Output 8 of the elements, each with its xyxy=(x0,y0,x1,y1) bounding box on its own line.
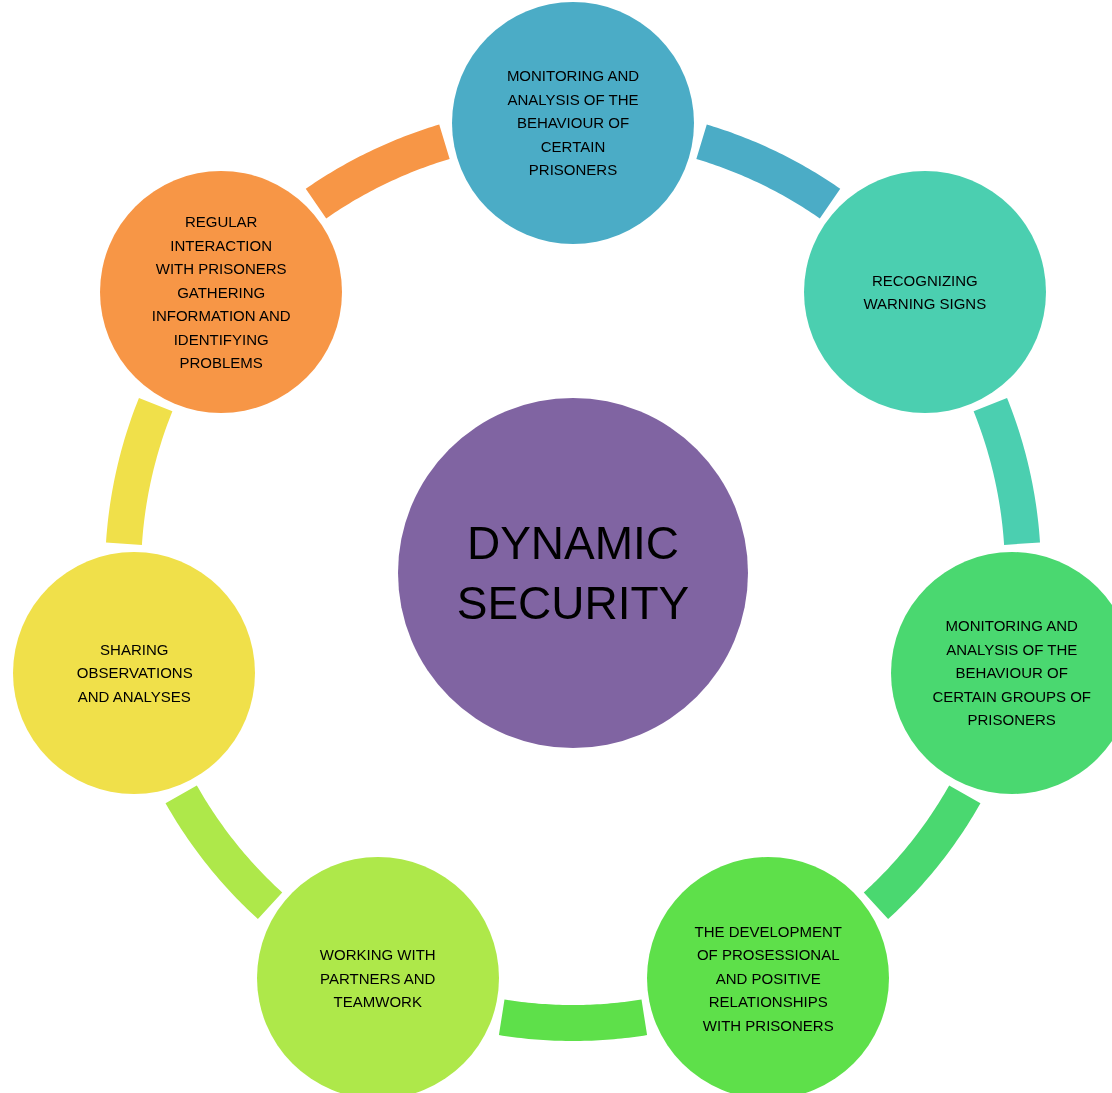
topic-label: MONITORING AND ANALYSIS OF THE BEHAVIOUR OF CERTAIN GROUPS OF PRISONERS xyxy=(931,616,1092,731)
topic-label: THE DEVELOPMENT OF PROSESSIONAL AND POSITIVE RELATIONSHIPS WITH PRISONERS xyxy=(693,921,843,1036)
topic-label: RECOGNIZING WARNING SIGNS xyxy=(862,270,988,315)
center-title: DYNAMIC SECURITY xyxy=(455,516,691,631)
topic-label: SHARING OBSERVATIONS AND ANALYSES xyxy=(76,639,192,707)
topic-label: REGULAR INTERACTION WITH PRISONERS GATHERING INFORMATION AND IDENTIFYING PROBLEMS xyxy=(151,212,292,374)
topic-label: WORKING WITH PARTNERS AND TEAMWORK xyxy=(318,945,437,1013)
topic-label: MONITORING AND ANALYSIS OF THE BEHAVIOUR OF CERTAIN PRISONERS xyxy=(505,66,641,181)
